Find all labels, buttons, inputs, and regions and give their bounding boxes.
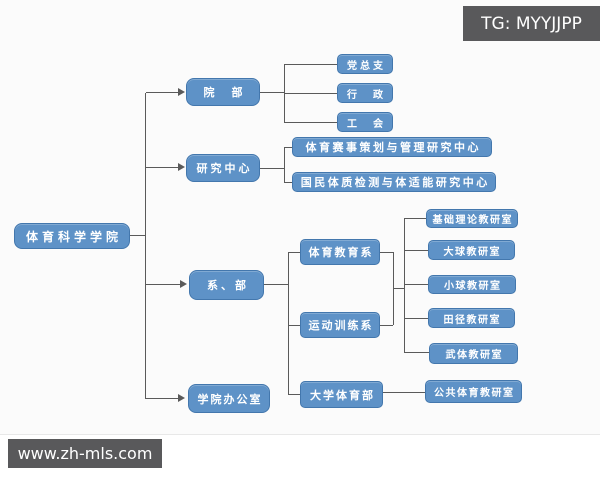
org-node-gong-hui: 工 会 [337, 112, 393, 132]
org-node-wu-ti: 武体教研室 [429, 343, 518, 364]
connector-line [404, 250, 428, 251]
website-watermark-badge: www.zh-mls.com [8, 439, 162, 468]
org-node-dang-zong-zhi: 党总支 [337, 54, 393, 74]
connector-line [284, 182, 292, 183]
connector-line [288, 252, 300, 253]
connector-line [380, 325, 393, 326]
org-node-guomin-center: 国民体质检测与体适能研究中心 [292, 172, 496, 192]
connector-line [146, 92, 178, 93]
connector-line [288, 252, 289, 395]
org-node-gonggong-tiyu: 公共体育教研室 [425, 380, 522, 403]
connector-line [404, 352, 429, 353]
org-node-yanjiu-zhongxin: 研究中心 [186, 154, 260, 182]
org-node-jichu-lilun: 基础理论教研室 [426, 209, 518, 228]
connector-line [130, 235, 146, 236]
connector-line [404, 218, 405, 352]
connector-line [380, 252, 393, 253]
org-node-yuan-bu: 院 部 [186, 78, 260, 106]
connector-line [260, 168, 284, 169]
connector-line [288, 325, 300, 326]
tg-watermark-badge: TG: MYYJJPP [463, 6, 600, 41]
connector-line [145, 93, 146, 399]
org-node-da-qiu: 大球教研室 [428, 240, 515, 260]
connector-line [288, 394, 300, 395]
arrowhead-icon [178, 163, 185, 171]
org-node-xueyuan-bangongshi: 学院办公室 [188, 384, 270, 413]
org-node-xi-bu: 系、部 [189, 270, 264, 300]
org-node-daxue-tiyu-bu: 大学体育部 [300, 381, 383, 408]
connector-line [284, 147, 292, 148]
connector-line [284, 122, 337, 123]
connector-line [146, 398, 178, 399]
org-node-tian-jing: 田径教研室 [428, 308, 515, 328]
connector-line [404, 318, 428, 319]
connector-line [284, 93, 337, 94]
org-node-xiao-qiu: 小球教研室 [428, 275, 516, 294]
arrowhead-icon [180, 280, 187, 288]
connector-line [146, 284, 180, 285]
connector-line [260, 92, 284, 93]
connector-line [404, 218, 426, 219]
org-node-tiyu-jiaoyu-xi: 体育教育系 [300, 239, 380, 265]
connector-line [264, 284, 288, 285]
connector-line [393, 288, 404, 289]
connector-line [284, 64, 337, 65]
connector-line [146, 167, 178, 168]
arrowhead-icon [178, 88, 185, 96]
connector-line [284, 147, 285, 182]
arrowhead-icon [178, 394, 185, 402]
org-node-xing-zheng: 行 政 [337, 83, 393, 103]
org-node-yundong-xunlian-xi: 运动训练系 [300, 312, 380, 338]
org-node-saishi-center: 体育赛事策划与管理研究中心 [292, 137, 492, 157]
org-node-root: 体育科学学院 [14, 223, 130, 249]
connector-line [383, 392, 425, 393]
connector-line [404, 284, 428, 285]
